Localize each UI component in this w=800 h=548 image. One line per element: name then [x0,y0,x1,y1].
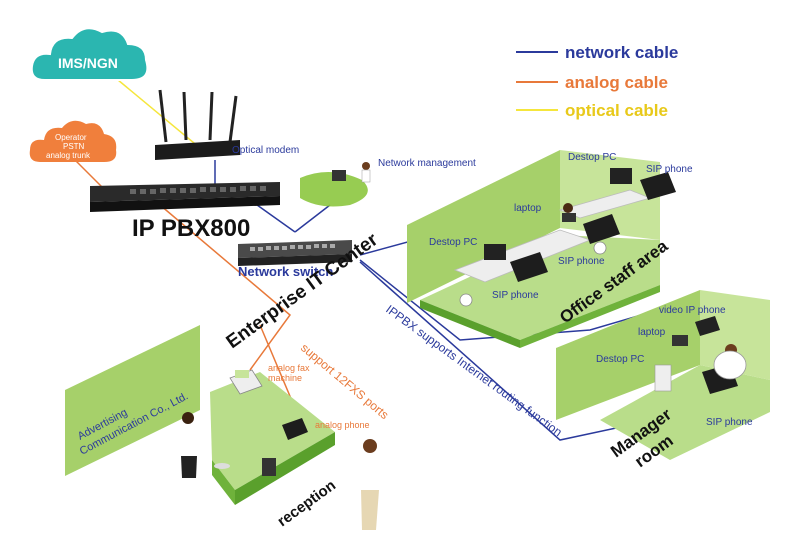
office-sip-phone-label-2: SIP phone [558,256,605,267]
chair-icon [459,293,473,307]
pstn-label-line2: PSTN [63,142,85,151]
pstn-label-line3: analog trunk [46,151,91,160]
pstn-label-line1: Operator [55,133,87,142]
person-icon [563,203,573,213]
office-desktop-pc-label-1: Destop PC [429,237,477,248]
sip-phone-icon [510,252,548,282]
analog-phone-label: analog phone [315,420,370,430]
optical-modem: Optical modem [155,89,299,160]
office-staff-area: Destop PC Destop PC SIP phone SIP phone … [407,150,693,348]
ippbx-device: IP PBX800 [90,182,280,242]
desktop-pc-icon [484,244,506,260]
laptop-icon [672,335,688,346]
ims-ngn-label: IMS/NGN [58,55,118,71]
manager-video-phone-label: video IP phone [659,305,726,316]
video-phone-icon [695,316,720,336]
ippbx-label: IP PBX800 [132,215,250,242]
monitor-icon [262,458,276,476]
manager-chair-icon [713,350,747,380]
ippbx-ports [130,186,266,194]
router-icon [155,140,240,160]
office-desktop-pc-label-2: Destop PC [568,152,616,163]
sip-phone-icon [640,172,676,200]
manager-desktop-pc-label: Destop PC [596,354,644,365]
network-switch-label: Network switch [238,264,333,279]
monitor-icon [332,170,346,181]
cloud-icon [29,120,117,162]
office-sip-phone-label-1: SIP phone [492,290,539,301]
ims-ngn-cloud: IMS/NGN [30,27,149,81]
legend-analog-label: analog cable [565,73,668,92]
fax-label-line1: analog fax [268,363,310,373]
reception-area: Advertising Communication Co., Ltd. anal… [65,325,391,530]
office-laptop-label: laptop [514,203,542,214]
pstn-cloud: Operator PSTN analog trunk [29,120,117,162]
optical-modem-label: Optical modem [232,145,299,156]
office-sip-phone-label-3: SIP phone [646,164,693,175]
fax-label-line2: machine [268,373,302,383]
network-management-label: Network management [378,158,476,169]
analog-phone-icon [282,418,308,440]
cloud-icon [30,27,149,81]
legend: network cable analog cable optical cable [516,43,678,120]
desktop-pc-icon [610,168,632,184]
reception-label: reception [274,477,339,530]
receptionist-person-icon [182,412,194,424]
sip-phone-icon [583,214,620,244]
manager-laptop-label: laptop [638,327,666,338]
desktop-pc-icon [654,364,672,392]
manager-sip-phone-label: SIP phone [706,417,753,428]
network-switch: Network switch [238,240,352,279]
bollard-icon [214,463,230,469]
visitor-person-icon [363,439,377,453]
network-management-station: Network management [300,158,476,207]
person-icon [362,162,370,170]
legend-optical-label: optical cable [565,101,668,120]
chair-icon [593,241,607,255]
manager-room: video IP phone laptop Destop PC SIP phon… [556,290,770,471]
laptop-icon [562,213,576,222]
fxs-ports-annotation: support 12FXS ports [298,341,391,422]
legend-network-label: network cable [565,43,678,62]
